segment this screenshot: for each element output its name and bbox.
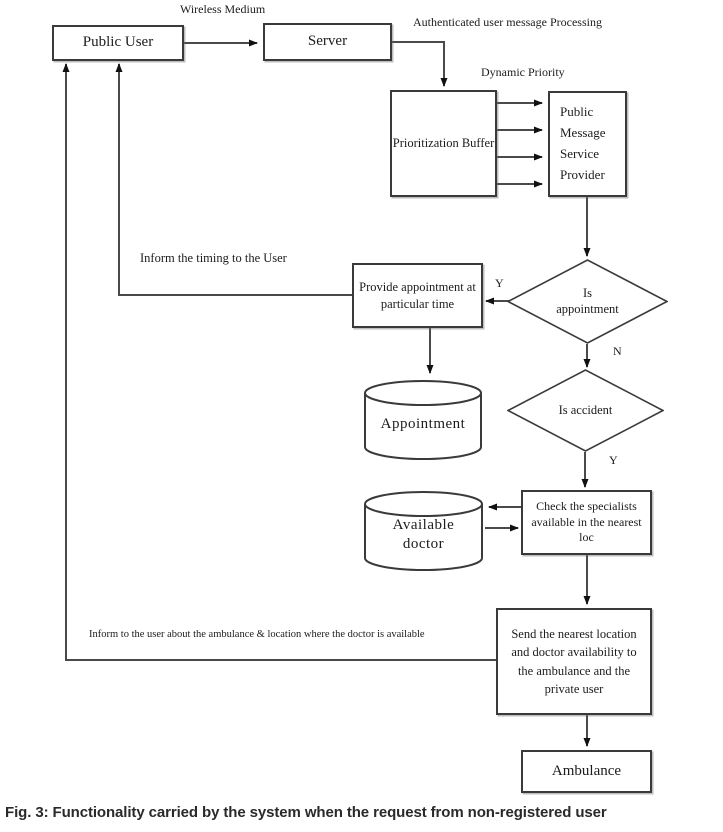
database-label: Available doctor [392, 517, 455, 552]
database-appointment: Appointment [363, 378, 483, 462]
database-available-doctor: Available doctor [363, 489, 484, 573]
flow-label-inform-ambulance: Inform to the user about the ambulance &… [89, 629, 425, 640]
decision-is-appointment: Is appointment [507, 259, 668, 344]
arrow-inform-timing-to-public-user [115, 63, 352, 296]
database-label: Appointment [380, 415, 466, 432]
decision-is-accident: Is accident [507, 369, 664, 452]
diamond-shape [507, 259, 668, 344]
flow-label-wireless-medium: Wireless Medium [180, 2, 266, 16]
decision-label: Is accident [558, 402, 613, 417]
node-public-message-service-provider: Public Message Service Provider [548, 91, 627, 197]
branch-label-yes-accident: Y [609, 453, 618, 467]
figure-caption: Fig. 3: Functionality carried by the sys… [5, 804, 607, 821]
flow-label-inform-timing: Inform the timing to the User [140, 251, 287, 265]
node-public-user: Public User [52, 25, 184, 61]
node-ambulance: Ambulance [521, 750, 652, 793]
diamond-shape [507, 369, 664, 452]
branch-label-no-appointment: N [613, 344, 622, 358]
node-provide-appointment: Provide appointment at particular time [352, 263, 483, 328]
node-prioritization-buffer: Prioritization Buffer [390, 90, 497, 197]
cylinder-shape [364, 380, 482, 460]
cylinder-shape [364, 491, 483, 571]
arrow-send-to-public-user [62, 63, 496, 661]
node-server: Server [263, 23, 392, 61]
node-check-specialists: Check the specialists available in the n… [521, 490, 652, 555]
branch-label-yes-appointment: Y [495, 276, 504, 290]
flow-label-authenticated-processing: Authenticated user message Processing [413, 15, 602, 29]
flow-label-dynamic-priority: Dynamic Priority [481, 65, 565, 79]
arrow-server-to-prioritization-buffer [392, 41, 448, 87]
decision-label: Is appointment [556, 285, 619, 316]
node-send-nearest-location: Send the nearest location and doctor ava… [496, 608, 652, 715]
